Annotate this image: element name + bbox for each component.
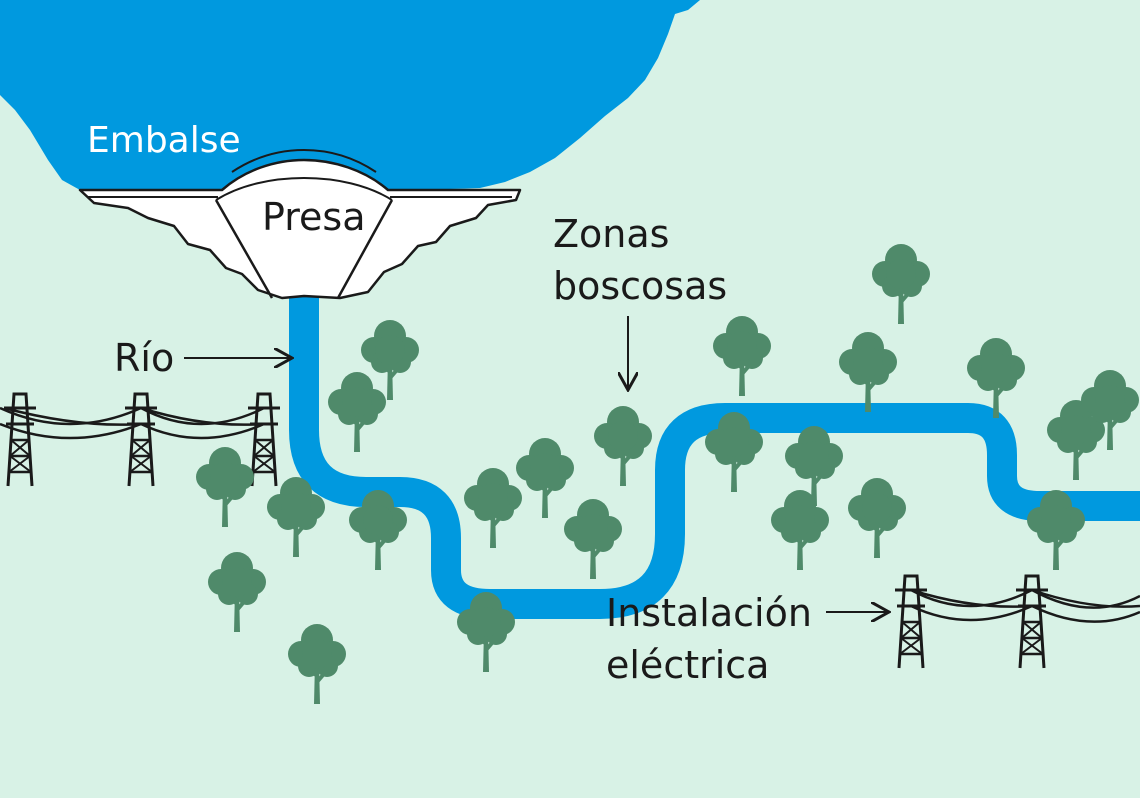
river-label: Río [114, 336, 175, 380]
tree-icon [194, 445, 256, 529]
reservoir-water [0, 0, 700, 190]
tree-icon [462, 466, 524, 550]
tree-icon [846, 476, 908, 560]
reservoir-label: Embalse [87, 120, 241, 161]
forest-label: Zonas boscosas [553, 208, 727, 312]
dam-label: Presa [262, 195, 366, 239]
power-cables-right [910, 588, 1140, 623]
power-pylon-icon [123, 392, 159, 488]
tree-icon [592, 404, 654, 488]
power-pylon-icon [1014, 574, 1050, 670]
power-label-line1: Instalación [606, 591, 812, 635]
tree-icon [711, 314, 773, 398]
power-cables-left [0, 406, 265, 440]
tree-icon [837, 330, 899, 414]
forest-label-line2: boscosas [553, 264, 728, 308]
power-label: Instalación eléctrica [606, 587, 812, 691]
tree-icon [326, 370, 388, 454]
tree-icon [769, 488, 831, 572]
dam-structure [78, 148, 522, 300]
power-label-line2: eléctrica [606, 643, 770, 687]
tree-icon [206, 550, 268, 634]
forest-label-line1: Zonas [553, 212, 670, 256]
tree-icon [286, 622, 348, 706]
river-path [289, 290, 1140, 619]
tree-icon [514, 436, 576, 520]
tree-icon [562, 497, 624, 581]
power-pylon-icon [2, 392, 38, 488]
tree-icon [870, 242, 932, 326]
power-pylon-icon [893, 574, 929, 670]
